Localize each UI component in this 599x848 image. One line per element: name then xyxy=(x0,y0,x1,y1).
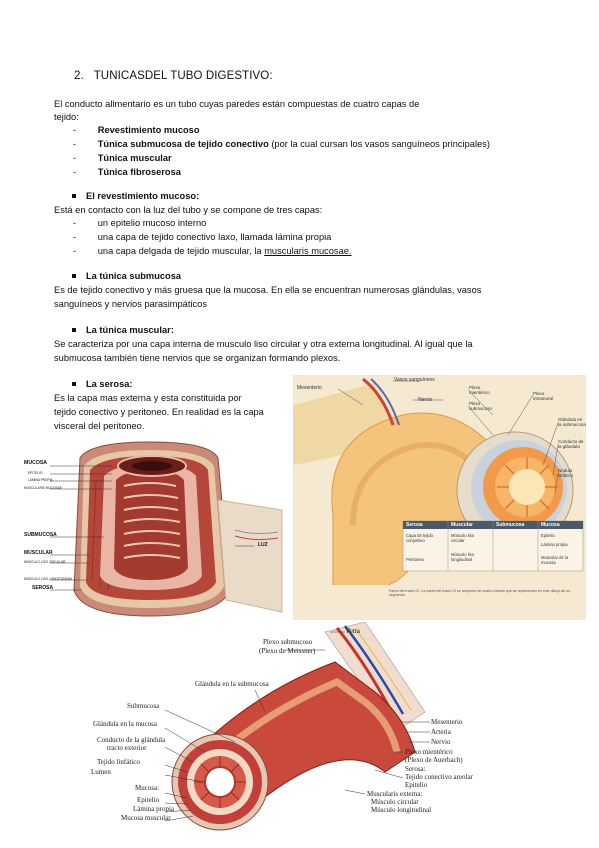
serosa-title: La serosa: xyxy=(72,378,133,391)
fig-bottom-conducto2: tracto exterior xyxy=(107,744,147,752)
muscularis-link: muscularis mucosae. xyxy=(264,246,352,256)
fig-left-serosa: SEROSA xyxy=(32,585,54,591)
section-heading: 2. TUNICASDEL TUBO DIGESTIVO: xyxy=(74,70,273,82)
muscular-line-2: submucosa también tiene nervios que se o… xyxy=(54,353,341,363)
mucoso-item: - una capa de tejido conectivo laxo, lla… xyxy=(73,232,332,242)
layer-item: - Túnica muscular xyxy=(73,153,172,163)
fig-right-plexo-sub: Plexo submucoso xyxy=(469,401,493,411)
fig-left-muscularis: MUSCULARIS MUCOSAE xyxy=(24,486,62,490)
serosa-line-2: tejido conectivo y peritoneo. En realida… xyxy=(54,407,264,417)
fig-right-col-serosa: Serosa xyxy=(406,522,423,528)
fig-right-mucosa-item: Lámina propia xyxy=(541,542,568,547)
fig-bottom-conducto1: Conducto de la glándula xyxy=(97,736,166,744)
fig-bottom-submucosa: Submucosa xyxy=(127,702,160,710)
fig-right-col-muscular: Muscular xyxy=(451,522,473,528)
mucoso-item: - un epitelio mucoso interno xyxy=(73,218,207,228)
heading-number: 2. xyxy=(74,70,84,82)
fig-left-muscular: MUSCULAR xyxy=(24,550,53,556)
fig-bottom-mucosa: Mucosa: xyxy=(135,784,160,792)
muscular-title: La túnica muscular: xyxy=(72,324,174,337)
fig-bottom-longitudinal: Músculo longitudinal xyxy=(371,806,432,814)
mucoso-text: Está en contacto con la luz del tubo y s… xyxy=(54,205,323,215)
layer-item: - Túnica submucosa de tejido conectivo (… xyxy=(73,139,490,149)
fig-bottom-glandula-mucosa: Glándula en la mucosa xyxy=(93,720,157,728)
fig-left-lamina: LÁMINA PROPIA xyxy=(28,478,53,482)
fig-left-mucosa: MUCOSA xyxy=(24,460,48,466)
figure-tube-layers: MUCOSA EPITELIO LÁMINA PROPIA MUSCULARIS… xyxy=(20,440,290,618)
fig-left-epitelio: EPITELIO xyxy=(28,471,43,475)
submucosa-title: La túnica submucosa xyxy=(72,270,181,283)
fig-bottom-epitelio2: Epitelio xyxy=(405,781,428,789)
fig-bottom-arteria: Arteria xyxy=(431,728,451,736)
fig-bottom-plexo-sub2: (Plexo de Meissner) xyxy=(259,647,316,655)
fig-right-col-submucosa: Submucosa xyxy=(496,522,525,528)
fig-bottom-tejido-areolar: Tejido conectivo areolar xyxy=(405,773,473,781)
figure-intestine-segment: Vena Plexo submucoso (Plexo de Meissner)… xyxy=(75,622,495,834)
mucoso-item: - una capa delgada de tejido muscular, l… xyxy=(73,246,352,256)
fig-bottom-plexo-mient2: (Plexo de Auerbach) xyxy=(405,756,463,764)
fig-right-muscular-item: Músculo liso longitudinal xyxy=(451,552,475,562)
fig-bottom-lamina: Lámina propia xyxy=(133,805,175,813)
fig-right-mucosa-item: Muscular de la mucosa xyxy=(541,555,569,565)
fig-bottom-circular: Músculo circular xyxy=(371,798,419,806)
fig-bottom-lumen: Lumen xyxy=(91,768,111,776)
fig-right-nervio: Nervio xyxy=(418,397,433,403)
fig-left-luz: LUZ xyxy=(258,542,268,548)
fig-right-glandula: Glándula en la submucosa xyxy=(558,417,586,427)
fig-right-caption: Pared del tracto GI. La pared del tracto… xyxy=(389,589,571,598)
fig-bottom-vena: Vena xyxy=(345,626,360,635)
fig-bottom-musc-mucosa: Mucosa muscular xyxy=(121,814,171,822)
muscular-line-1: Se caracteriza por una capa interna de m… xyxy=(54,339,473,349)
fig-right-plexo-intramural: Plexo intramural xyxy=(533,391,554,401)
heading-title: TUNICASDEL TUBO DIGESTIVO: xyxy=(93,70,273,82)
fig-bottom-mesenterio: Mesenterio xyxy=(431,718,463,726)
fig-bottom-plexo-sub: Plexo submucoso xyxy=(263,638,313,646)
serosa-line-1: Es la capa mas externa y esta constituid… xyxy=(54,393,242,403)
fig-bottom-epitelio: Epitelio xyxy=(137,796,160,804)
intro-line-2: tejido: xyxy=(54,112,79,122)
fig-right-col-mucosa: Mucosa xyxy=(541,522,560,528)
fig-bottom-glandula-sub: Glándula en la submucosa xyxy=(195,680,269,688)
mucoso-title: El revestimiento mucoso: xyxy=(72,190,199,203)
fig-right-serosa-item: Peritoneo xyxy=(406,557,424,562)
fig-bottom-serosa: Serosa: xyxy=(405,765,426,773)
fig-bottom-plexo-mient: Plexo mientérico xyxy=(405,748,453,756)
fig-right-mesenterio: Mesenterio xyxy=(297,385,322,391)
layer-item: - Túnica fibroserosa xyxy=(73,167,181,177)
submucosa-line-2: sanguíneos y nervios parasimpáticos xyxy=(54,299,207,309)
fig-right-serosa-item: Capa de tejido conjuntivo xyxy=(406,533,434,543)
fig-left-circular: MÚSCULO LISO CIRCULAR xyxy=(24,560,66,564)
layer-item: - Revestimiento mucoso xyxy=(73,125,200,135)
fig-bottom-musc-externa: Muscularis externa: xyxy=(367,790,423,798)
fig-bottom-tejido-linf: Tejido linfático xyxy=(97,758,140,766)
fig-left-submucosa: SUBMUCOSA xyxy=(24,532,57,538)
figure-gi-wall: Vasos sanguíneos Mesenterio Nervio Plexo… xyxy=(293,375,586,620)
fig-bottom-nervio: Nervio xyxy=(431,738,451,746)
fig-right-conducto: Conducto de la glándula xyxy=(558,439,584,449)
fig-right-mucosa-item: Epitelio xyxy=(541,533,555,538)
fig-right-muscular-item: Músculo liso circular xyxy=(451,533,475,543)
submucosa-line-1: Es de tejido conectivo y más gruesa que … xyxy=(54,285,482,295)
fig-right-vasos: Vasos sanguíneos xyxy=(394,377,435,383)
fig-right-plexo-mient: Plexo mientérico xyxy=(469,385,490,395)
fig-left-longitudinal: MÚSCULO LISO LONGITUDINAL xyxy=(24,577,73,581)
serosa-line-3: visceral del peritoneo. xyxy=(54,421,145,431)
intro-line-1: El conducto alimentario es un tubo cuyas… xyxy=(54,99,420,109)
fig-right-nodulo: Nódulo linfático xyxy=(558,468,574,478)
